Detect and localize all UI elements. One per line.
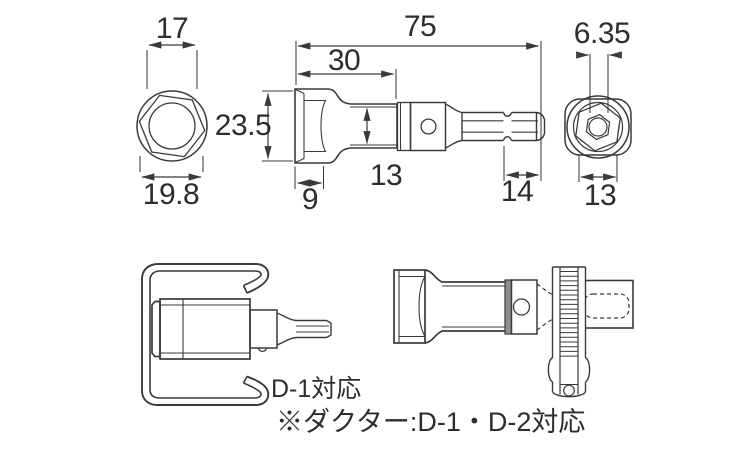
drive-block [409, 101, 447, 152]
clip-lip-tips [242, 285, 248, 384]
rod-view [393, 266, 634, 398]
side-view-dimension-lines [262, 41, 542, 189]
dim-label-shank-width: 6.35 [573, 17, 631, 50]
note-ducter-support: ※ダクター:D-1・D-2対応 [276, 407, 586, 437]
head-inner-circle [572, 101, 624, 153]
shank-tip [535, 111, 546, 142]
tool-head-body [159, 298, 251, 360]
dim-label-across-flats: 13 [583, 179, 617, 212]
socket-hex-opening [138, 94, 206, 158]
bit-hex-hole [585, 113, 611, 141]
tool-cap [151, 300, 161, 358]
front-view-dimension-lines [139, 41, 204, 181]
dim-label-height: 23.5 [214, 109, 272, 142]
tool2-drive-block [510, 279, 538, 335]
dim-label-total-length: 75 [403, 10, 437, 43]
tool-shank [296, 319, 327, 339]
shank-taper [445, 103, 463, 149]
drive-block-rear [564, 98, 632, 156]
rear-view [564, 51, 632, 182]
dim-label-bore: 13 [369, 159, 403, 192]
rear-hex [575, 102, 621, 152]
ducter-clip-outer [141, 263, 270, 406]
rod-outer-edges [547, 267, 591, 398]
head-outer-circle [566, 95, 630, 159]
shank-groove [502, 112, 513, 141]
front-view [136, 41, 208, 181]
socket-inner-circle [148, 102, 196, 150]
tool-taper [276, 312, 297, 346]
hex-shank [462, 111, 546, 142]
dim-label-head-depth: 9 [301, 183, 319, 216]
tool2-head-interior [398, 270, 426, 343]
clip-view [141, 263, 332, 406]
dim-label-front-width: 17 [155, 12, 189, 45]
rod-inner-edges [559, 267, 579, 395]
dim-label-body-length: 30 [327, 44, 361, 77]
pin-hole [420, 118, 437, 135]
rear-view-dimension-lines [576, 51, 622, 182]
tool-drive-block [249, 309, 278, 349]
dim-label-shank-length: 14 [500, 175, 534, 208]
socket-interior-lines [295, 89, 397, 163]
side-view [262, 41, 546, 189]
spring-collar [396, 101, 412, 152]
tool2-collar [504, 279, 513, 335]
extension-lines [262, 41, 542, 189]
detent-ball [257, 347, 268, 353]
tool2-head [393, 269, 426, 344]
tool2-body [424, 269, 505, 344]
socket-outer-circle [136, 90, 208, 162]
rod-end-detail [563, 384, 575, 397]
ducter-clip-inner [149, 270, 262, 399]
extension-lines [139, 50, 204, 172]
rod-threads [560, 271, 578, 385]
tool2-pin-hole [512, 298, 531, 316]
bit-center-circle [588, 117, 608, 137]
note-d1-support: D-1対応 [271, 375, 362, 403]
dim-label-front-outer: 19.8 [142, 178, 200, 211]
extension-lines [578, 54, 618, 182]
tool-in-clip [151, 298, 332, 360]
threaded-rod [547, 266, 591, 398]
tool-shank-tip [326, 319, 332, 339]
